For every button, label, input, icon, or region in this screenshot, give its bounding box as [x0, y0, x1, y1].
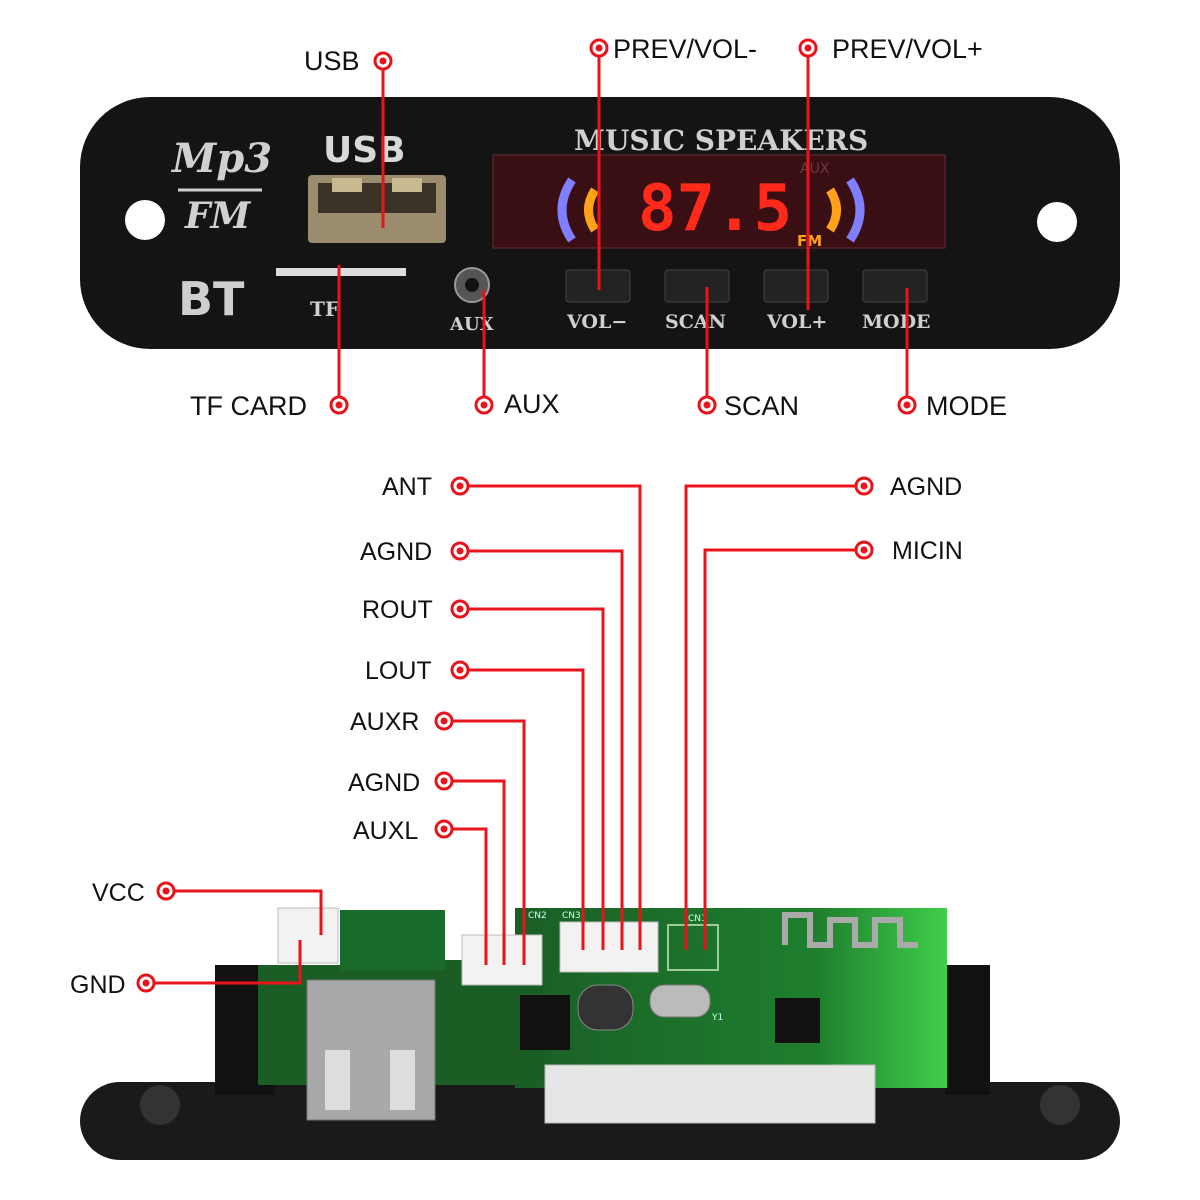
logo-fm: FM	[184, 195, 252, 237]
cn1-pads	[667, 924, 719, 971]
music-speakers-title: MUSIC SPEAKERS	[574, 124, 868, 157]
button-label: MODE	[862, 311, 931, 333]
callout-mode: MODE	[926, 391, 1007, 421]
tf-silk: TF	[310, 297, 339, 321]
callout-rout: ROUT	[362, 596, 433, 624]
module-board: CN2 CN3 CN1 Y1	[80, 907, 1120, 1160]
logo-bt: BT	[178, 272, 245, 326]
callout-auxl: AUXL	[353, 817, 418, 845]
callout-prev-vol-minus: PREV/VOL-	[613, 34, 757, 64]
callout-lout: LOUT	[365, 657, 432, 685]
band-indicator: FM	[797, 232, 822, 250]
callout-ant: ANT	[382, 473, 432, 501]
cn3-silk: CN3	[562, 911, 581, 921]
top-callouts: USB PREV/VOL- PREV/VOL+ TF CARD AUX SCAN…	[190, 34, 1007, 421]
power-connector	[277, 907, 339, 964]
y1-silk: Y1	[711, 1013, 723, 1023]
cn3-connector	[559, 921, 659, 973]
callout-prev-vol-plus: PREV/VOL+	[832, 34, 983, 64]
callout-auxr: AUXR	[350, 708, 419, 736]
cn2-silk: CN2	[528, 911, 547, 921]
ribbon-connector	[544, 1064, 876, 1124]
aux-indicator: AUX	[800, 161, 830, 177]
callout-agnd: AGND	[360, 538, 432, 566]
mount-hole-right	[1037, 202, 1077, 242]
usb-silk: USB	[323, 130, 406, 171]
callout-scan: SCAN	[724, 391, 799, 421]
callout-agnd-mic: AGND	[890, 473, 962, 501]
usb-port[interactable]	[308, 175, 446, 243]
aux-silk: AUX	[449, 314, 494, 335]
bluetooth-antenna-trace	[782, 912, 918, 948]
cn1-silk: CN1	[688, 914, 707, 924]
led-display: 87.5 FM AUX	[492, 154, 946, 250]
callout-micin: MICIN	[892, 537, 963, 565]
frequency-readout: 87.5	[638, 172, 792, 246]
button-label: VOL+	[766, 311, 827, 333]
callout-agnd-aux: AGND	[348, 769, 420, 797]
aux-jack[interactable]: AUX	[449, 267, 494, 335]
tf-card-slot[interactable]: TF	[276, 268, 406, 321]
button-label: SCAN	[665, 311, 726, 333]
callout-usb: USB	[304, 46, 360, 76]
button-scan[interactable]: SCAN	[664, 269, 730, 333]
cn2-connector	[461, 934, 543, 986]
button-mode[interactable]: MODE	[862, 269, 931, 333]
callout-gnd: GND	[70, 971, 126, 999]
callout-vcc: VCC	[92, 879, 145, 907]
callout-aux: AUX	[504, 389, 560, 419]
button-vol-plus[interactable]: VOL+	[763, 269, 829, 333]
board-callouts: ANT AGND ROUT LOUT AUXR AGND AUXL VCC GN…	[70, 473, 963, 999]
mount-hole-left	[125, 200, 165, 240]
callout-tf-card: TF CARD	[190, 391, 307, 421]
logo-mp3: Mp3	[170, 135, 272, 182]
button-label: VOL−	[566, 311, 627, 333]
